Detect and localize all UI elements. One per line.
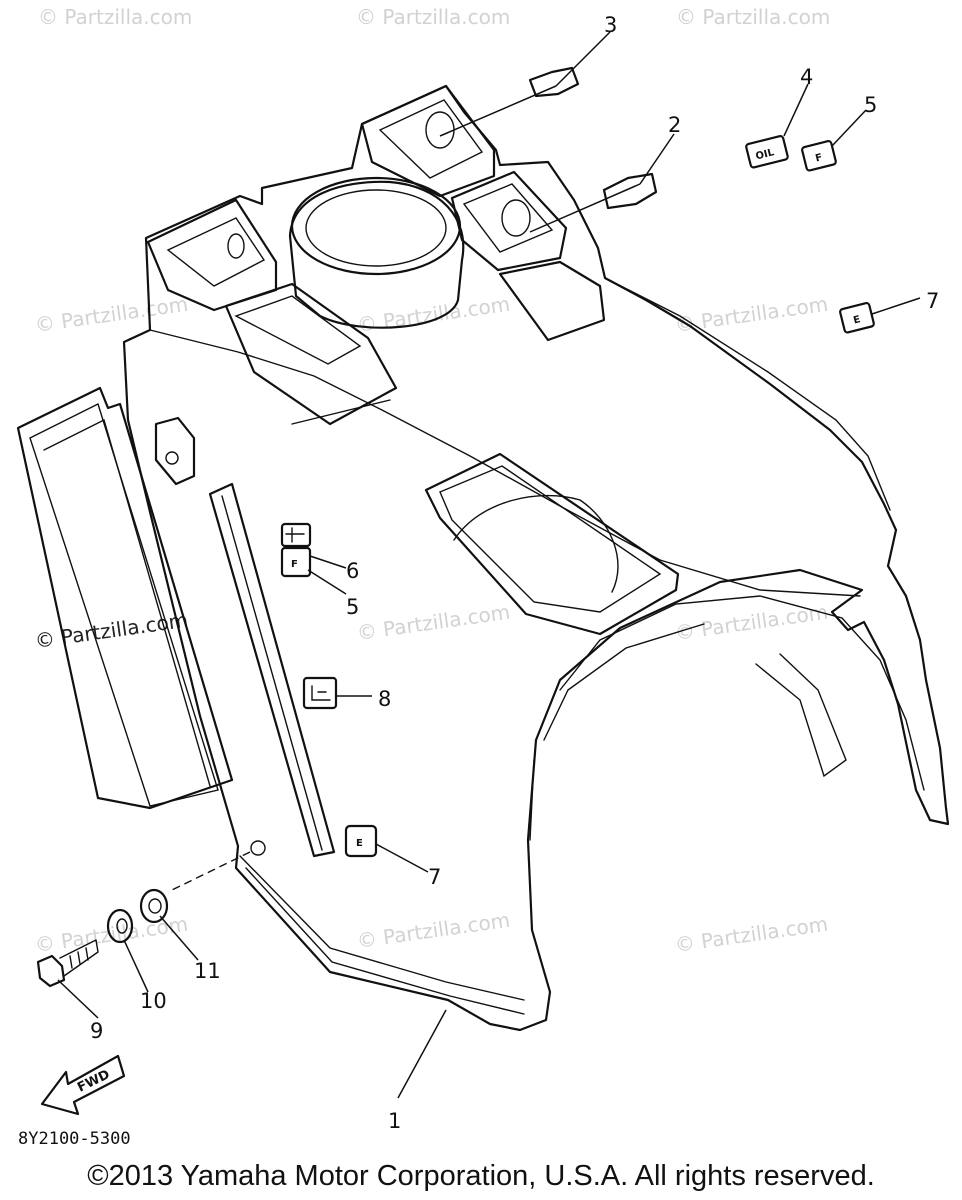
diagram-code: 8Y2100-5300 bbox=[18, 1129, 131, 1149]
e-decal-side: E bbox=[344, 824, 378, 858]
watermark: © Partzilla.com bbox=[355, 600, 511, 645]
callout-5-side: 5 bbox=[346, 595, 359, 619]
gauge-pods bbox=[146, 84, 606, 426]
callout-9: 9 bbox=[90, 1019, 103, 1043]
forward-arrow-icon: FWD bbox=[40, 1054, 126, 1116]
watermark: © Partzilla.com bbox=[673, 600, 829, 645]
decal-8 bbox=[302, 676, 338, 710]
f-decal: F bbox=[801, 140, 837, 172]
bolt-icon bbox=[36, 939, 99, 988]
callout-8: 8 bbox=[378, 687, 391, 711]
callouts: 1 2 3 4 5 5 6 7 7 8 9 10 11 bbox=[90, 13, 939, 1133]
copyright-footer: ©2013 Yamaha Motor Corporation, U.S.A. A… bbox=[87, 1160, 875, 1192]
watermark: © Partzilla.com bbox=[356, 5, 510, 29]
callout-2: 2 bbox=[668, 113, 681, 137]
watermark: © Partzilla.com bbox=[676, 5, 830, 29]
watermark: © Partzilla.com bbox=[33, 912, 189, 957]
watermark: © Partzilla.com bbox=[355, 292, 511, 337]
watermark: © Partzilla.com bbox=[38, 5, 192, 29]
callout-7-top: 7 bbox=[926, 289, 939, 313]
watermark-dark: © Partzilla.com bbox=[33, 608, 189, 653]
callout-10: 10 bbox=[140, 989, 167, 1013]
console-body bbox=[122, 84, 950, 1032]
svg-text:OIL: OIL bbox=[755, 147, 776, 162]
svg-text:F: F bbox=[814, 152, 823, 164]
watermark: © Partzilla.com bbox=[673, 912, 829, 957]
e-decal: E bbox=[839, 302, 875, 334]
watermark: © Partzilla.com bbox=[355, 908, 511, 953]
decal-6 bbox=[280, 522, 312, 548]
washer-icon bbox=[106, 908, 134, 944]
callout-11: 11 bbox=[194, 959, 221, 983]
watermark: © Partzilla.com bbox=[33, 292, 189, 337]
leader-lines bbox=[57, 31, 921, 1099]
svg-text:E: E bbox=[852, 314, 861, 326]
callout-4: 4 bbox=[800, 65, 813, 89]
callout-1: 1 bbox=[388, 1109, 401, 1133]
lens-part bbox=[528, 66, 580, 98]
callout-3: 3 bbox=[604, 13, 617, 37]
callout-6: 6 bbox=[346, 559, 359, 583]
f-decal-side: F bbox=[280, 546, 312, 578]
lens-part bbox=[602, 172, 658, 210]
svg-text:F: F bbox=[291, 559, 298, 570]
callout-5-top: 5 bbox=[864, 93, 877, 117]
left-side-panel bbox=[16, 386, 234, 810]
svg-text:E: E bbox=[356, 838, 363, 849]
watermarks: © Partzilla.com © Partzilla.com © Partzi… bbox=[33, 5, 830, 957]
center-opening bbox=[424, 452, 680, 636]
callout-7-side: 7 bbox=[428, 865, 441, 889]
grommet-icon bbox=[139, 888, 169, 924]
oil-decal: OIL bbox=[745, 135, 789, 169]
small-parts: OIL F E F E bbox=[36, 66, 875, 988]
